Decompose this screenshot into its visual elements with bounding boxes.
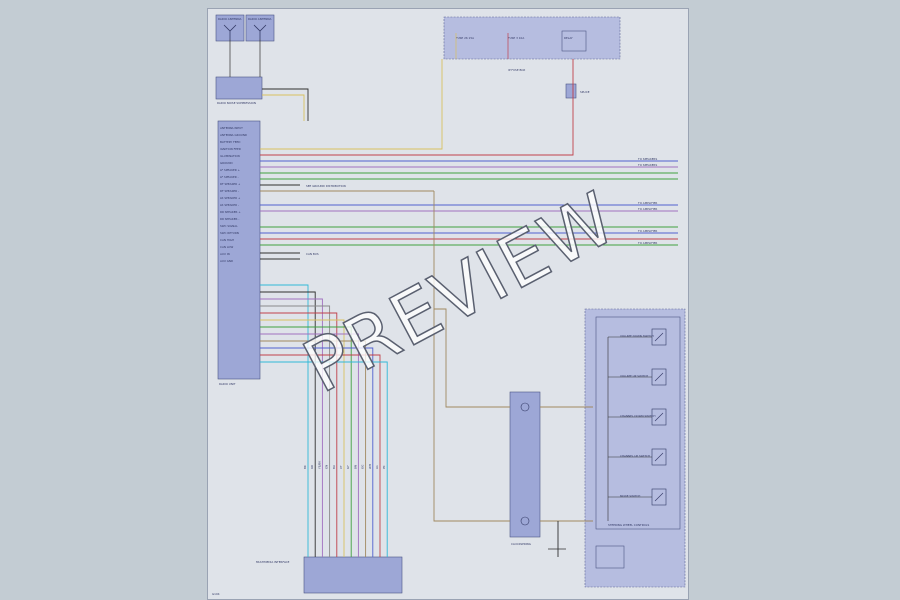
radio-pin-label: ANTENNA GROUND — [220, 133, 247, 137]
wire-label: BU — [332, 465, 336, 469]
radio-pin-label: ANTENNA INPUT — [220, 126, 243, 130]
radio-unit-label: RADIO UNIT — [219, 382, 236, 386]
wire-label: OG — [361, 465, 365, 469]
right-wire-label: TO AMPLIFIER — [637, 201, 657, 205]
switch-blade — [654, 332, 664, 342]
splice-label: SPLICE — [580, 90, 590, 94]
fuse-b-label: FUSE 3 10A — [508, 36, 524, 40]
wire-label: PK — [382, 465, 386, 469]
wire-group — [229, 33, 678, 557]
wire — [260, 347, 374, 557]
wire — [262, 94, 305, 121]
right-wire-label: TO AMPLIFIER — [637, 241, 657, 245]
radio-pin-label: RF SPEAKER + — [220, 182, 241, 186]
wire — [262, 88, 309, 121]
wire — [260, 284, 309, 557]
switch-label: VOLUME UP SWITCH — [620, 374, 648, 378]
bottom-connector-label: MULTIMEDIA INTERFACE — [256, 560, 290, 564]
ground-label: G104 — [212, 592, 220, 596]
switch-label: MODE SWITCH — [620, 494, 640, 498]
wire — [260, 298, 323, 557]
radio-pin-labels: ANTENNA INPUT ANTENNA GROUND BATTERY FEED I… — [220, 126, 247, 263]
relay-label: RELAY — [564, 36, 573, 40]
right-wire-label: TO SPEAKERS — [637, 163, 657, 167]
switch-label: VOLUME DOWN SWITCH — [620, 334, 654, 338]
right-label-group: TO SPEAKERS TO SPEAKERS TO AMPLIFIER TO AMP… — [637, 157, 657, 245]
fuse-box: FUSE 26 15A FUSE 3 10A IP FUSE BOX RELAY — [443, 16, 621, 72]
fuse-a-label: FUSE 26 15A — [456, 36, 474, 40]
radio-pin-label: CAN LOW — [220, 245, 234, 249]
wire-label: GY — [346, 465, 350, 469]
radio-pin-label: LF SPEAKER - — [220, 175, 239, 179]
splice: SPLICE — [565, 83, 590, 99]
wire — [433, 309, 510, 522]
wire-label: GN — [325, 465, 329, 469]
radio-pin-label: RR SPEAKER + — [220, 210, 241, 214]
radio-pin-label: BATTERY FEED — [220, 140, 240, 144]
radio-pin-label: LR SPEAKER + — [220, 196, 241, 200]
radio-pin-label: AUX GND — [220, 259, 233, 263]
radio-pin-label: LF SPEAKER + — [220, 168, 241, 172]
right-wire-label: TO AMPLIFIER — [637, 207, 657, 211]
wire-label: VT — [339, 465, 343, 469]
right-wire-label: TO SPEAKERS — [637, 157, 657, 161]
switch-blade — [654, 412, 664, 422]
wire — [260, 333, 359, 557]
radio-pin-label: AUX IN — [220, 252, 230, 256]
wire — [260, 361, 388, 557]
switch-label: CHANNEL UP SWITCH — [620, 454, 650, 458]
radio-pin-label: SWC SIGNAL — [220, 224, 238, 228]
antenna-right: RADIO ANTENNA — [245, 14, 275, 42]
wire — [260, 312, 338, 557]
switch-blade — [654, 452, 664, 462]
fuse-box-label: IP FUSE BOX — [508, 68, 525, 72]
wire — [260, 340, 367, 557]
radio-pin-label: CAN HIGH — [220, 238, 234, 242]
switch-blade — [654, 492, 664, 502]
wire — [260, 291, 316, 557]
wire-label: BN — [353, 465, 357, 469]
antenna-left-label: RADIO ANTENNA — [218, 17, 241, 21]
wire-label: LG — [375, 465, 379, 469]
switch-label: CHANNEL DOWN SWITCH — [620, 414, 655, 418]
radio-unit: RADIO UNIT — [217, 120, 261, 386]
wire — [260, 319, 345, 557]
wire — [260, 354, 381, 557]
radio-pin-label: LR SPEAKER - — [220, 203, 239, 207]
clockspring-label: CLOCKSPRING — [511, 542, 531, 546]
wire — [260, 97, 574, 156]
wire-label: YE/BK — [317, 461, 321, 469]
steering-controls-label: STEERING WHEEL CONTROLS — [608, 523, 649, 527]
clockspring: CLOCKSPRING — [509, 391, 541, 546]
bottom-connector: MULTIMEDIA INTERFACE — [256, 556, 403, 594]
steering-wheel-controls: STEERING WHEEL CONTROLS — [584, 308, 686, 588]
wire — [433, 191, 510, 408]
radio-pin-label: IGNITION FEED — [220, 147, 241, 151]
wire-label: BK — [303, 465, 307, 469]
callout-ground: SEE GROUND DISTRIBUTION — [306, 184, 346, 188]
wire — [260, 326, 352, 557]
wiring-diagram: RADIO ANTENNA RADIO ANTENNA RADIO NOISE … — [212, 14, 686, 596]
antenna-right-label: RADIO ANTENNA — [248, 17, 271, 21]
right-wire-label: TO AMPLIFIER — [637, 229, 657, 233]
radio-pin-label: RF SPEAKER - — [220, 189, 239, 193]
callout-noise: RADIO NOISE SUPPRESSION — [217, 101, 256, 105]
wiring-diagram-sheet: RADIO ANTENNA RADIO ANTENNA RADIO NOISE … — [207, 8, 689, 600]
callout-can: CAN BUS — [306, 252, 319, 256]
switch-blade — [654, 372, 664, 382]
radio-pin-label: SWC RETURN — [220, 231, 239, 235]
wire-label: WH — [368, 464, 372, 469]
wire — [260, 69, 443, 150]
wire — [260, 305, 331, 557]
radio-pin-label: GROUND — [220, 161, 233, 165]
radio-pin-label: RR SPEAKER - — [220, 217, 239, 221]
wire-label: RD — [310, 465, 314, 469]
radio-pin-label: ILLUMINATION — [220, 154, 240, 158]
antenna-left: RADIO ANTENNA — [215, 14, 245, 42]
noise-suppression-module: RADIO NOISE SUPPRESSION — [215, 76, 263, 105]
